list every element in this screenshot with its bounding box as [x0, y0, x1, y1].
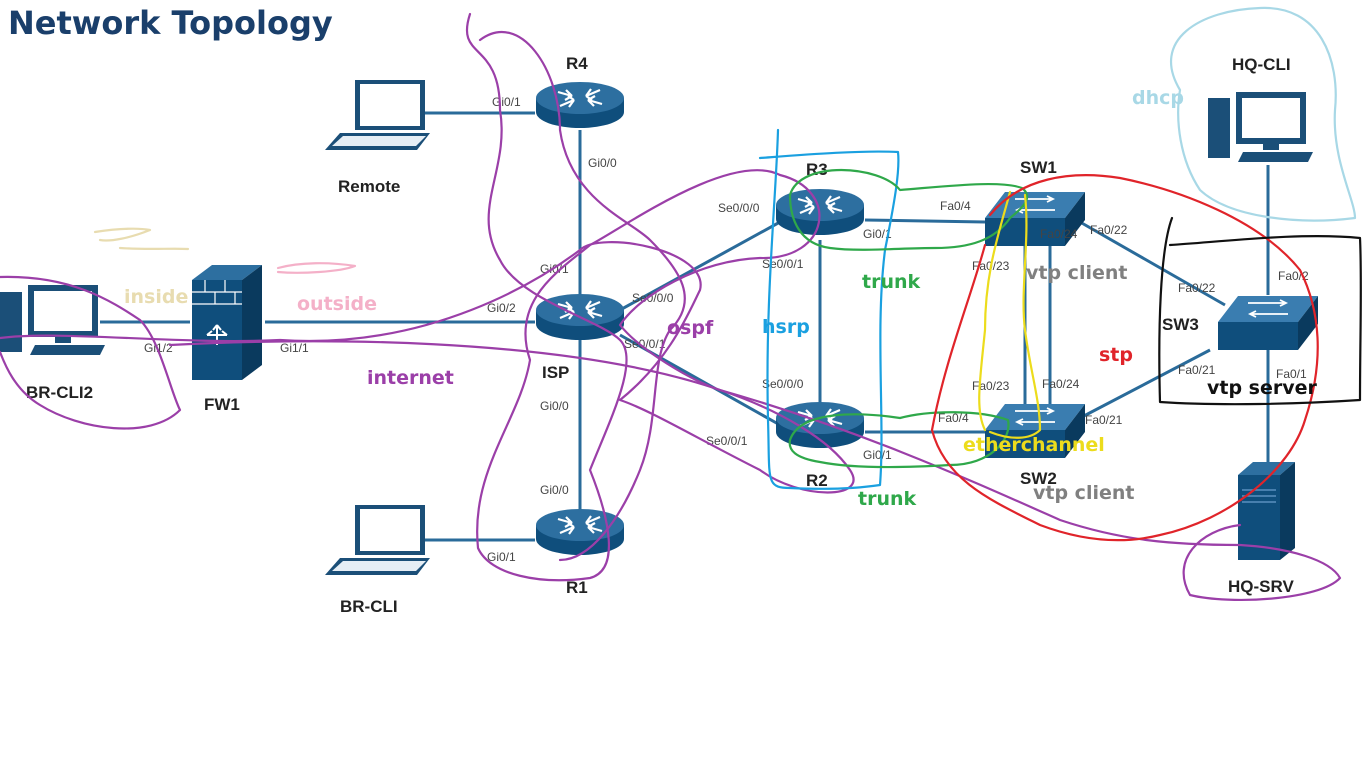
- link-isp-r3: [619, 220, 781, 312]
- internet-label: internet: [367, 367, 454, 389]
- fw1-label: FW1: [204, 395, 240, 414]
- port-sw1-sw2b: Fa0/24: [1040, 227, 1078, 241]
- port-remote-r4: Gi0/1: [492, 95, 521, 109]
- stp-outline: [930, 174, 1319, 542]
- remote-label: Remote: [338, 177, 400, 196]
- sw1-label: SW1: [1020, 158, 1057, 177]
- stp-label: stp: [1099, 344, 1133, 366]
- r4-label: R4: [566, 54, 588, 73]
- port-sw2-r2: Fa0/4: [938, 411, 969, 425]
- link-r3-sw1: [864, 218, 986, 224]
- port-sw2-sw1b: Fa0/24: [1042, 377, 1080, 391]
- trunk-bottom-outline: [788, 411, 1010, 469]
- outside-label: outside: [297, 293, 377, 315]
- port-isp-r1: Gi0/0: [540, 399, 569, 413]
- page-title: Network Topology: [8, 4, 333, 42]
- trunk-bottom-label: trunk: [858, 488, 917, 510]
- r4-router-icon[interactable]: [534, 80, 626, 130]
- hand-annotations: [0, 6, 1362, 602]
- hq-cli-label: HQ-CLI: [1232, 55, 1291, 74]
- port-r2-r3: Se0/0/0: [762, 377, 804, 391]
- r2-label: R2: [806, 471, 828, 490]
- hq-srv-label: HQ-SRV: [1228, 577, 1294, 596]
- sw2-label: SW2: [1020, 469, 1057, 488]
- trunk-top-label: trunk: [862, 271, 921, 293]
- vtp-server-outline: [1158, 216, 1362, 406]
- port-sw3-sw1: Fa0/22: [1178, 281, 1216, 295]
- br-cli2-outline: [0, 275, 182, 430]
- vtp-client-sw2-label: vtp client: [1033, 482, 1134, 504]
- isp-label: ISP: [542, 363, 569, 382]
- link-sw2-sw3: [1079, 348, 1211, 420]
- trunk-top-outline: [788, 169, 1029, 251]
- remote-laptop-icon[interactable]: [325, 80, 430, 150]
- outside-scribble: [276, 262, 357, 274]
- vtp-client-sw1-label: vtp client: [1026, 262, 1127, 284]
- port-sw1-sw3: Fa0/22: [1090, 223, 1128, 237]
- etherchannel-outline: [978, 190, 1042, 439]
- isp-r1-outline: [478, 31, 686, 562]
- port-isp-fw: Gi0/2: [487, 301, 516, 315]
- br-cli2-pc-icon[interactable]: [0, 285, 105, 355]
- internet-stroke: [168, 340, 1342, 602]
- port-r4-isp: Gi0/0: [588, 156, 617, 170]
- r1-router-icon[interactable]: [534, 507, 626, 557]
- port-labels: Gi0/1 Gi0/0 Gi0/1 Gi0/2 Se0/0/0 Se0/0/1 …: [144, 95, 1309, 564]
- port-r3-isp: Se0/0/0: [718, 201, 760, 215]
- fw1-firewall-icon[interactable]: [192, 265, 262, 380]
- port-sw2-sw3: Fa0/21: [1085, 413, 1123, 427]
- etherchannel-label: etherchannel: [963, 434, 1105, 456]
- hsrp-outline: [758, 128, 900, 490]
- link-sw1-sw3: [1079, 220, 1226, 307]
- sw3-switch-icon[interactable]: [1217, 295, 1319, 351]
- br-cli-laptop-icon[interactable]: [325, 505, 430, 575]
- port-sw3-hqsrv: Fa0/1: [1276, 367, 1307, 381]
- port-r2-sw2: Gi0/1: [863, 448, 892, 462]
- ospf-label: ospf: [667, 317, 714, 339]
- dhcp-label: dhcp: [1132, 87, 1184, 109]
- inside-scribble: [93, 227, 190, 251]
- port-fw-isp: Gi1/1: [280, 341, 309, 355]
- r1-label: R1: [566, 578, 588, 597]
- port-r3-sw1: Gi0/1: [863, 227, 892, 241]
- br-cli-label: BR-CLI: [340, 597, 398, 616]
- port-r1-isp: Gi0/0: [540, 483, 569, 497]
- sw3-label: SW3: [1162, 315, 1199, 334]
- port-sw2-sw1a: Fa0/23: [972, 379, 1010, 393]
- hq-cli-pc-icon[interactable]: [1208, 92, 1313, 162]
- br-cli2-label: BR-CLI2: [26, 383, 93, 402]
- inside-label: inside: [124, 286, 188, 308]
- port-r1-brcli: Gi0/1: [487, 550, 516, 564]
- port-sw1-r3: Fa0/4: [940, 199, 971, 213]
- port-sw3-sw2: Fa0/21: [1178, 363, 1216, 377]
- port-r2-isp: Se0/0/1: [706, 434, 748, 448]
- vtp-server-label: vtp server: [1207, 377, 1318, 399]
- port-r3-r2: Se0/0/1: [762, 257, 804, 271]
- hsrp-label: hsrp: [762, 316, 810, 338]
- dhcp-outline: [1169, 6, 1357, 222]
- port-fw-br: Gi1/2: [144, 341, 173, 355]
